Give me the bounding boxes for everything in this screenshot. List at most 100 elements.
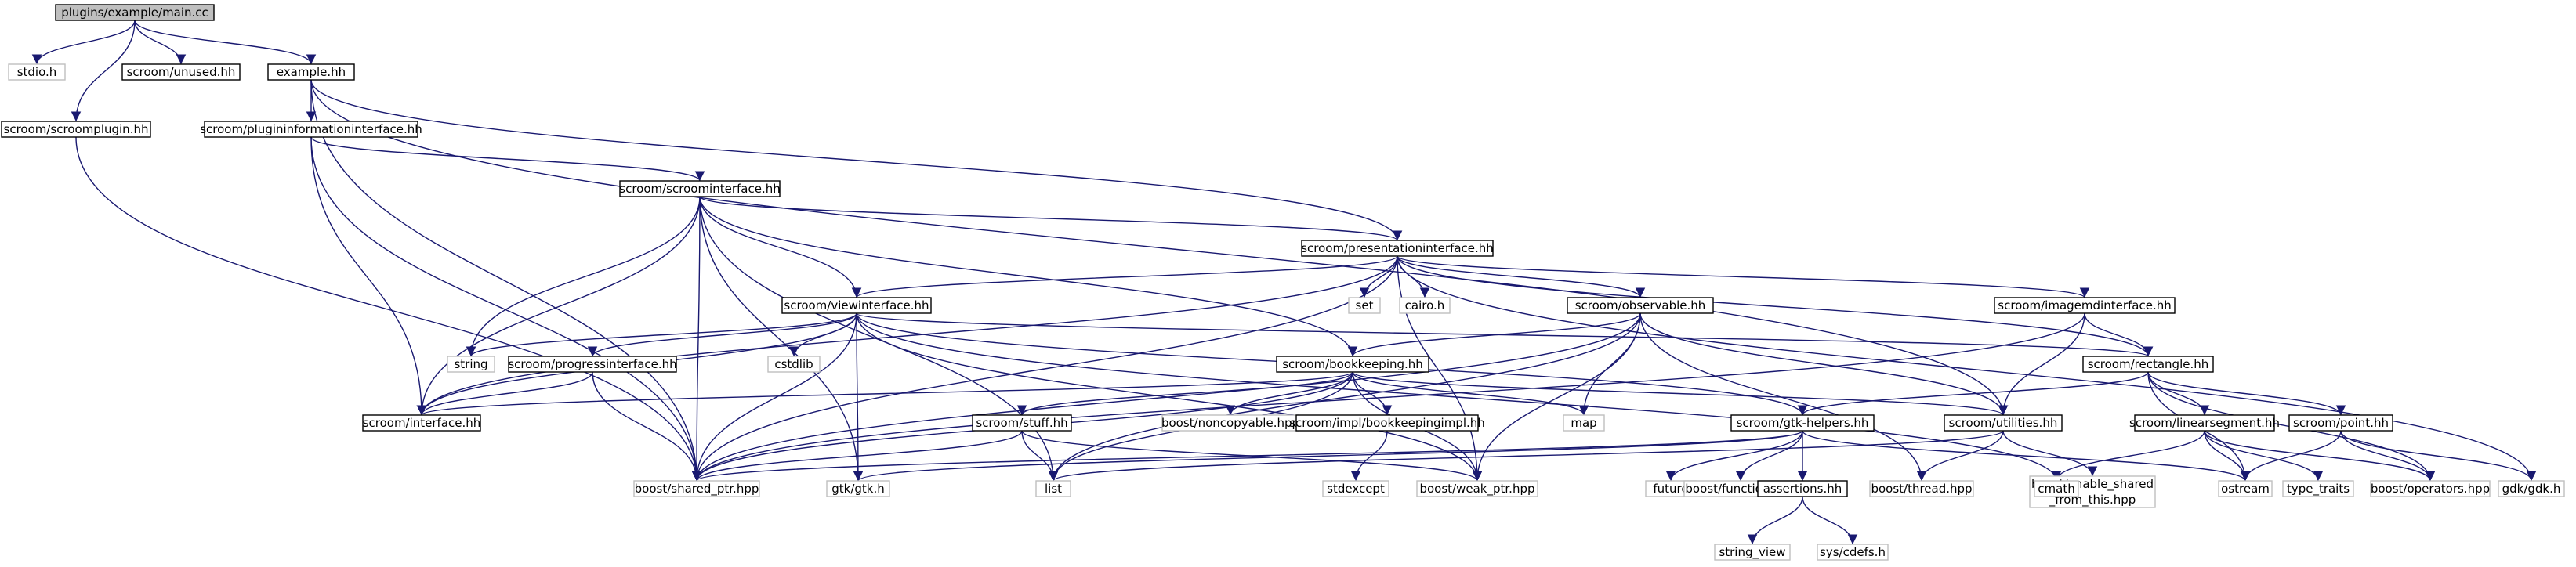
edge-utilities_hh-to-enable_shared_hpp — [2002, 430, 2098, 477]
node-stuff-hh[interactable]: scroom/stuff.hh — [972, 414, 1072, 432]
node-label: list — [1045, 482, 1062, 496]
node-sys-cdefs-h: sys/cdefs.h — [1817, 544, 1889, 561]
node-utilities-hh[interactable]: scroom/utilities.hh — [1944, 414, 2063, 432]
node-main-cc[interactable]: plugins/example/main.cc — [55, 4, 215, 21]
node-gtkhelpers-hh[interactable]: scroom/gtk-helpers.hh — [1730, 414, 1875, 432]
node-label: cstdlib — [774, 357, 813, 371]
node-box — [204, 121, 418, 138]
node-box — [1035, 480, 1071, 497]
node-assertions-hh[interactable]: assertions.hh — [1757, 480, 1848, 497]
node-label: boost/thread.hpp — [1871, 482, 1972, 496]
node-label: scroom/impl/bookkeepingimpl.hh — [1289, 416, 1485, 430]
edge-linearsegment_hh-to-ostream — [2204, 430, 2251, 482]
edge-gtkhelpers_hh-to-ostream — [1802, 430, 2251, 482]
edge-observable_hh-to-shared_ptr_hpp — [691, 312, 1641, 482]
node-box — [2034, 480, 2079, 497]
edge-point_hh-to-operators_hpp — [2340, 430, 2436, 482]
edge-bookkeeping_hh-to-stuff_hh — [1016, 371, 1353, 416]
edge-bookkeepingimpl_hh-to-stdexcept — [1350, 430, 1388, 482]
edge-scroominterface_hh-to-shared_ptr_hpp — [691, 196, 702, 482]
node-box — [1348, 297, 1381, 314]
node-type-traits: type_traits — [2282, 480, 2354, 497]
edge-example_hh-to-presentationinterface_hh — [310, 79, 1403, 241]
node-box — [2134, 414, 2275, 432]
node-label: scroom/imagemdinterface.hh — [1998, 298, 2171, 312]
edge-rectangle_hh-to-linearsegment_hh — [2147, 371, 2210, 416]
edge-presentationinterface_hh-to-gdk_h — [1397, 255, 2537, 482]
node-box — [2370, 480, 2491, 497]
edge-imagemdinterface_hh-to-shared_ptr_hpp — [691, 312, 2085, 482]
edge-viewinterface_hh-to-cmath — [856, 312, 2062, 482]
node-bookkeeping-hh[interactable]: scroom/bookkeeping.hh — [1276, 356, 1429, 373]
node-box — [1944, 414, 2063, 432]
node-label: scroom/rectangle.hh — [2088, 357, 2209, 371]
edge-assertions_hh-to-sys_cdefs_h — [1802, 496, 1858, 545]
node-box — [1994, 297, 2176, 314]
node-box — [508, 356, 677, 373]
edge-bookkeeping_hh-to-interface_hh — [417, 371, 1353, 416]
node-gdk-h: gdk/gdk.h — [2498, 480, 2565, 497]
node-box — [2082, 356, 2214, 373]
node-list: list — [1035, 480, 1071, 497]
node-box — [55, 4, 215, 21]
node-box — [1276, 356, 1429, 373]
node-operators-hpp: boost/operators.hpp — [2370, 480, 2491, 497]
node-rectangle-hh[interactable]: scroom/rectangle.hh — [2082, 356, 2214, 373]
node-box — [1730, 414, 1875, 432]
node-example-hh[interactable]: example.hh — [267, 63, 355, 81]
edge-bookkeeping_hh-to-map — [1352, 371, 1589, 416]
node-scroomplugin-hh[interactable]: scroom/scroomplugin.hh — [1, 121, 151, 138]
edge-viewinterface_hh-to-shared_ptr_hpp — [691, 312, 857, 482]
node-box — [2282, 480, 2354, 497]
node-linearsegment-hh[interactable]: scroom/linearsegment.hh — [2129, 414, 2280, 432]
node-unused-hh[interactable]: scroom/unused.hh — [121, 63, 241, 81]
edge-presentationinterface_hh-to-rectangle_hh — [1397, 255, 2154, 357]
edge-main_cc-to-scroomplugin_hh — [71, 20, 136, 122]
edge-imagemdinterface_hh-to-utilities_hh — [1998, 312, 2085, 416]
edge-presentationinterface_hh-to-interface_hh — [416, 255, 1398, 416]
node-label: type_traits — [2287, 482, 2350, 497]
edge-presentationinterface_hh-to-weak_ptr_hpp — [1397, 255, 1483, 482]
node-point-hh[interactable]: scroom/point.hh — [2288, 414, 2393, 432]
node-box — [633, 480, 760, 497]
node-bookkeepingimpl-hh[interactable]: scroom/impl/bookkeepingimpl.hh — [1289, 414, 1485, 432]
node-box — [1, 121, 151, 138]
edge-main_cc-to-stdio_h — [31, 20, 136, 65]
node-viewinterface-hh[interactable]: scroom/viewinterface.hh — [781, 297, 932, 314]
node-progressinterface-hh[interactable]: scroom/progressinterface.hh — [508, 356, 677, 373]
edge-main_cc-to-unused_hh — [134, 20, 187, 65]
edge-example_hh-to-utilities_hh — [310, 79, 2009, 416]
node-gtk-h: gtk/gtk.h — [826, 480, 890, 497]
edge-scroominterface_hh-to-gtk_h — [699, 196, 864, 482]
node-cmath: cmath — [2034, 480, 2079, 497]
edge-rectangle_hh-to-gtkhelpers_hh — [1797, 371, 2149, 416]
node-label: string — [454, 357, 487, 371]
node-box — [362, 414, 481, 432]
node-box — [2498, 480, 2565, 497]
edge-bookkeeping_hh-to-utilities_hh — [1352, 371, 2008, 416]
node-imagemdinterface-hh[interactable]: scroom/imagemdinterface.hh — [1994, 297, 2176, 314]
edge-stuff_hh-to-shared_ptr_hpp — [691, 430, 1023, 482]
node-box — [121, 63, 241, 81]
edge-progressinterface_hh-to-shared_ptr_hpp — [592, 371, 702, 482]
node-scroominterface-hh[interactable]: scroom/scroominterface.hh — [619, 180, 781, 197]
edge-progressinterface_hh-to-interface_hh — [416, 371, 593, 416]
node-label: scroom/point.hh — [2293, 416, 2389, 430]
node-interface-hh[interactable]: scroom/interface.hh — [362, 414, 481, 432]
node-box — [1567, 297, 1714, 314]
node-presentationinterface-hh[interactable]: scroom/presentationinterface.hh — [1301, 240, 1494, 257]
node-plugininfo-hh[interactable]: scroom/plugininformationinterface.hh — [200, 121, 422, 138]
edge-scroominterface_hh-to-presentationinterface_hh — [699, 196, 1402, 241]
node-box — [826, 480, 890, 497]
node-box — [1817, 544, 1889, 561]
node-label: cairo.h — [1405, 298, 1445, 312]
node-label: string_view — [1719, 545, 1785, 560]
edge-scroominterface_hh-to-interface_hh — [416, 196, 701, 416]
node-cairo-h: cairo.h — [1399, 297, 1451, 314]
node-box — [1416, 480, 1538, 497]
node-box — [1322, 480, 1389, 497]
node-box — [267, 63, 355, 81]
node-label: scroom/interface.hh — [363, 416, 481, 430]
node-observable-hh[interactable]: scroom/observable.hh — [1567, 297, 1714, 314]
